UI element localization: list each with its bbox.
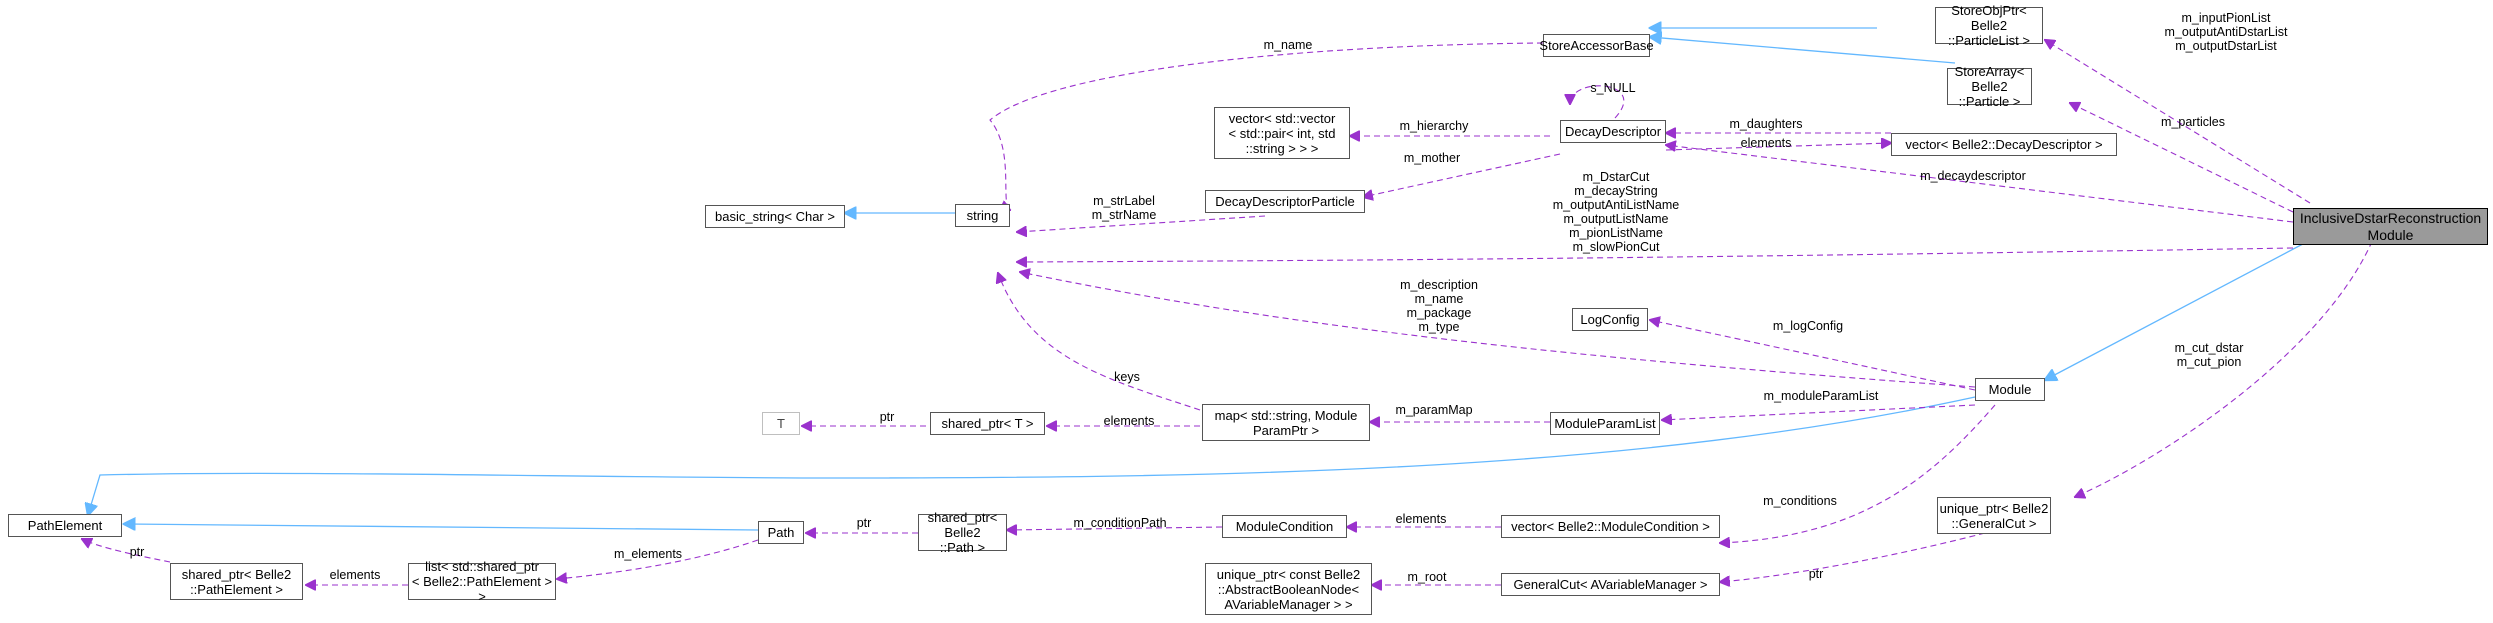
- node-vector-pair[interactable]: vector< std::vector < std::pair< int, st…: [1214, 107, 1350, 159]
- edge-sharedptrpe-pathelement: [82, 539, 171, 563]
- edge-module-logconfig: [1650, 320, 1976, 391]
- node-store-array[interactable]: StoreArray< Belle2 ::Particle >: [1947, 64, 2032, 109]
- label-elements-pe: elements: [329, 568, 381, 582]
- label-m-particles: m_particles: [2161, 115, 2225, 129]
- edge-path-listpe: [557, 539, 759, 579]
- edge-module-vectormc: [1720, 404, 1996, 543]
- label-m-mother: m_mother: [1403, 151, 1461, 165]
- label-ptr-path: ptr: [856, 516, 872, 530]
- edge-decaydescriptor-self: [1570, 85, 1625, 119]
- label-m-name-top: m_name: [1263, 38, 1313, 52]
- label-m-elements: m_elements: [613, 547, 683, 561]
- node-list-path-element[interactable]: list< std::shared_ptr < Belle2::PathElem…: [408, 559, 556, 604]
- label-keys: keys: [1114, 370, 1140, 384]
- node-path[interactable]: Path: [758, 521, 804, 544]
- label-m-hierarchy: m_hierarchy: [1399, 119, 1469, 133]
- node-vector-module-condition[interactable]: vector< Belle2::ModuleCondition >: [1501, 515, 1720, 538]
- edge-inclusive-storeobjptr: [2045, 40, 2311, 204]
- edge-decaydescriptor-vectordd: [1665, 143, 1891, 151]
- node-shared-ptr-path[interactable]: shared_ptr< Belle2 ::Path >: [918, 510, 1007, 555]
- label-m-root: m_root: [1407, 570, 1447, 584]
- edge-inclusive-string: [1017, 247, 2294, 262]
- edge-storearray-storeaccessorbase: [1650, 37, 1956, 64]
- edge-module-string: [1020, 272, 1976, 388]
- node-inclusive-dstar-reconstruction-module[interactable]: InclusiveDstarReconstruction Module: [2293, 208, 2488, 245]
- node-unique-ptr-abstract-boolean-node[interactable]: unique_ptr< const Belle2 ::AbstractBoole…: [1205, 563, 1372, 615]
- edge-storeaccessorbase-string: [989, 42, 1544, 210]
- node-module[interactable]: Module: [1975, 378, 2045, 401]
- edge-module-moduleparamlist: [1662, 404, 1976, 420]
- node-log-config[interactable]: LogConfig: [1572, 308, 1648, 331]
- node-t[interactable]: T: [762, 412, 800, 435]
- label-ptr-gc: ptr: [1808, 567, 1824, 581]
- edge-path-pathelement: [124, 524, 759, 531]
- edge-ddp-string: [1017, 215, 1266, 232]
- label-elements-mc: elements: [1395, 512, 1447, 526]
- node-string[interactable]: string: [955, 204, 1010, 227]
- node-decay-descriptor[interactable]: DecayDescriptor: [1560, 120, 1666, 143]
- label-m-conditions: m_conditions: [1763, 494, 1837, 508]
- node-map-module-param-ptr[interactable]: map< std::string, Module ParamPtr >: [1202, 404, 1370, 441]
- node-general-cut[interactable]: GeneralCut< AVariableManager >: [1501, 573, 1720, 596]
- label-ptr-pe: ptr: [129, 545, 145, 559]
- edge-inclusive-uniqueptrgc: [2075, 231, 2377, 497]
- label-s-null: s_NULL: [1590, 81, 1636, 95]
- edge-inclusive-storearray: [2070, 103, 2294, 213]
- node-shared-ptr-t[interactable]: shared_ptr< T >: [930, 412, 1045, 435]
- label-list-members: m_inputPionList m_outputAntiDstarList m_…: [2164, 11, 2288, 53]
- node-decay-descriptor-particle[interactable]: DecayDescriptorParticle: [1205, 190, 1365, 213]
- edge-inclusive-decaydescriptor: [1666, 145, 2294, 223]
- label-ptr-t: ptr: [879, 410, 895, 424]
- label-m-param-map: m_paramMap: [1395, 403, 1473, 417]
- node-path-element[interactable]: PathElement: [8, 514, 122, 537]
- label-m-log-config: m_logConfig: [1772, 319, 1844, 333]
- label-string-members: m_DstarCut m_decayString m_outputAntiLis…: [1552, 170, 1680, 254]
- label-m-decaydescriptor: m_decaydescriptor: [1920, 169, 2026, 183]
- edge-modulecondition-sharedptrpath: [1007, 527, 1223, 530]
- label-elements-map: elements: [1103, 414, 1155, 428]
- edge-uniqueptrgc-generalcut: [1720, 532, 1986, 582]
- label-str-label: m_strLabel m_strName: [1091, 194, 1157, 222]
- label-m-daughters: m_daughters: [1729, 117, 1803, 131]
- label-cut-members: m_cut_dstar m_cut_pion: [2174, 341, 2244, 369]
- node-vector-decay-descriptor[interactable]: vector< Belle2::DecayDescriptor >: [1891, 133, 2117, 156]
- label-m-condition-path: m_conditionPath: [1073, 516, 1167, 530]
- label-module-strings: m_description m_name m_package m_type: [1400, 278, 1478, 334]
- node-store-obj-ptr[interactable]: StoreObjPtr< Belle2 ::ParticleList >: [1935, 3, 2043, 48]
- edge-map-string: [998, 273, 1201, 411]
- node-basic-string[interactable]: basic_string< Char >: [705, 205, 845, 228]
- label-elements-dd: elements: [1740, 136, 1792, 150]
- label-m-module-param-list: m_moduleParamList: [1763, 389, 1879, 403]
- node-unique-ptr-general-cut[interactable]: unique_ptr< Belle2 ::GeneralCut >: [1937, 497, 2051, 534]
- edge-module-pathelement: [88, 396, 1976, 515]
- node-shared-ptr-path-element[interactable]: shared_ptr< Belle2 ::PathElement >: [170, 563, 303, 600]
- edge-decaydescriptor-ddp: [1363, 153, 1561, 197]
- node-module-condition[interactable]: ModuleCondition: [1222, 515, 1347, 538]
- node-store-accessor-base[interactable]: StoreAccessorBase: [1539, 34, 1654, 57]
- node-module-param-list[interactable]: ModuleParamList: [1550, 412, 1660, 435]
